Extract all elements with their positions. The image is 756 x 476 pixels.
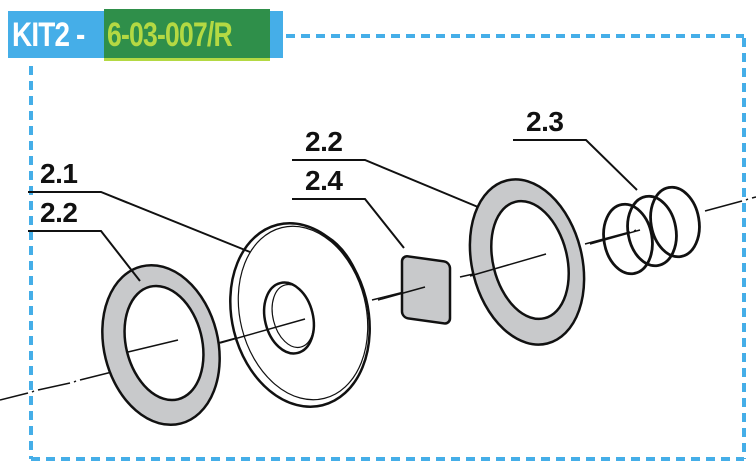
leader-lines xyxy=(28,139,638,282)
washer-right xyxy=(468,178,586,346)
callout-2-4: 2.4 xyxy=(305,165,343,196)
kit-label: KIT2 - xyxy=(12,16,85,54)
spring xyxy=(589,185,701,276)
flanged-bushing xyxy=(219,222,371,408)
callout-2-3: 2.3 xyxy=(526,106,564,137)
callout-2-2-right: 2.2 xyxy=(305,126,343,157)
square-pad xyxy=(377,255,452,325)
callout-2-1: 2.1 xyxy=(40,158,78,189)
part-code: 6-03-007/R xyxy=(107,16,233,54)
washer-left xyxy=(101,263,221,427)
callout-2-2-left: 2.2 xyxy=(40,197,78,228)
dashed-frame xyxy=(29,34,746,461)
part-code-highlight xyxy=(104,9,270,61)
